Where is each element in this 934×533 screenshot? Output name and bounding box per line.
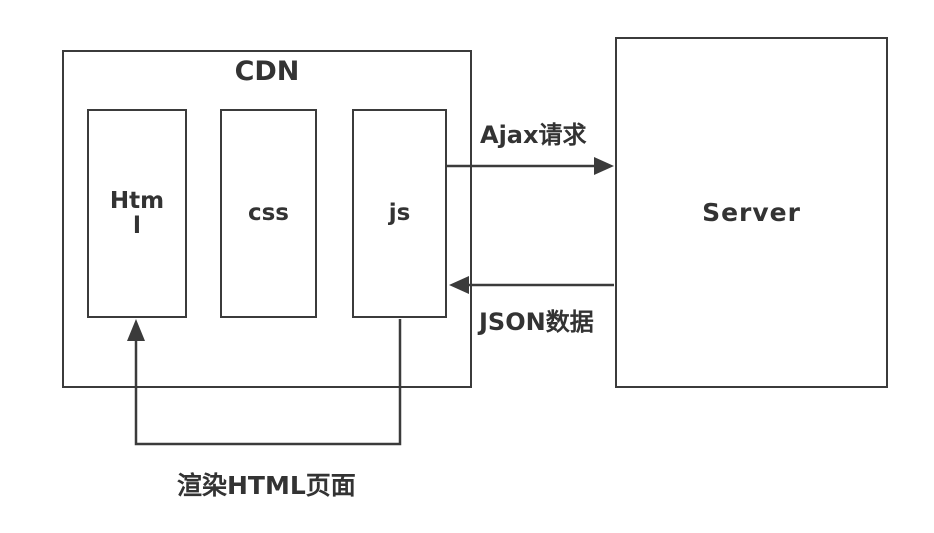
html-node: Htm l (87, 109, 187, 318)
json-response-label: JSON数据 (479, 308, 594, 336)
ajax-request-label: Ajax请求 (480, 121, 587, 149)
cdn-box-title: CDN (234, 56, 300, 87)
server-box-label: Server (702, 198, 801, 227)
render-html-label: 渲染HTML页面 (177, 471, 356, 500)
js-node-label: js (388, 200, 411, 227)
server-box: Server (615, 37, 888, 388)
json-response-arrow (449, 276, 614, 294)
js-node: js (352, 109, 447, 318)
css-node-label: css (247, 200, 289, 227)
css-node: css (220, 109, 317, 318)
html-node-label: Htm l (109, 187, 165, 239)
ajax-request-arrow (447, 157, 614, 175)
